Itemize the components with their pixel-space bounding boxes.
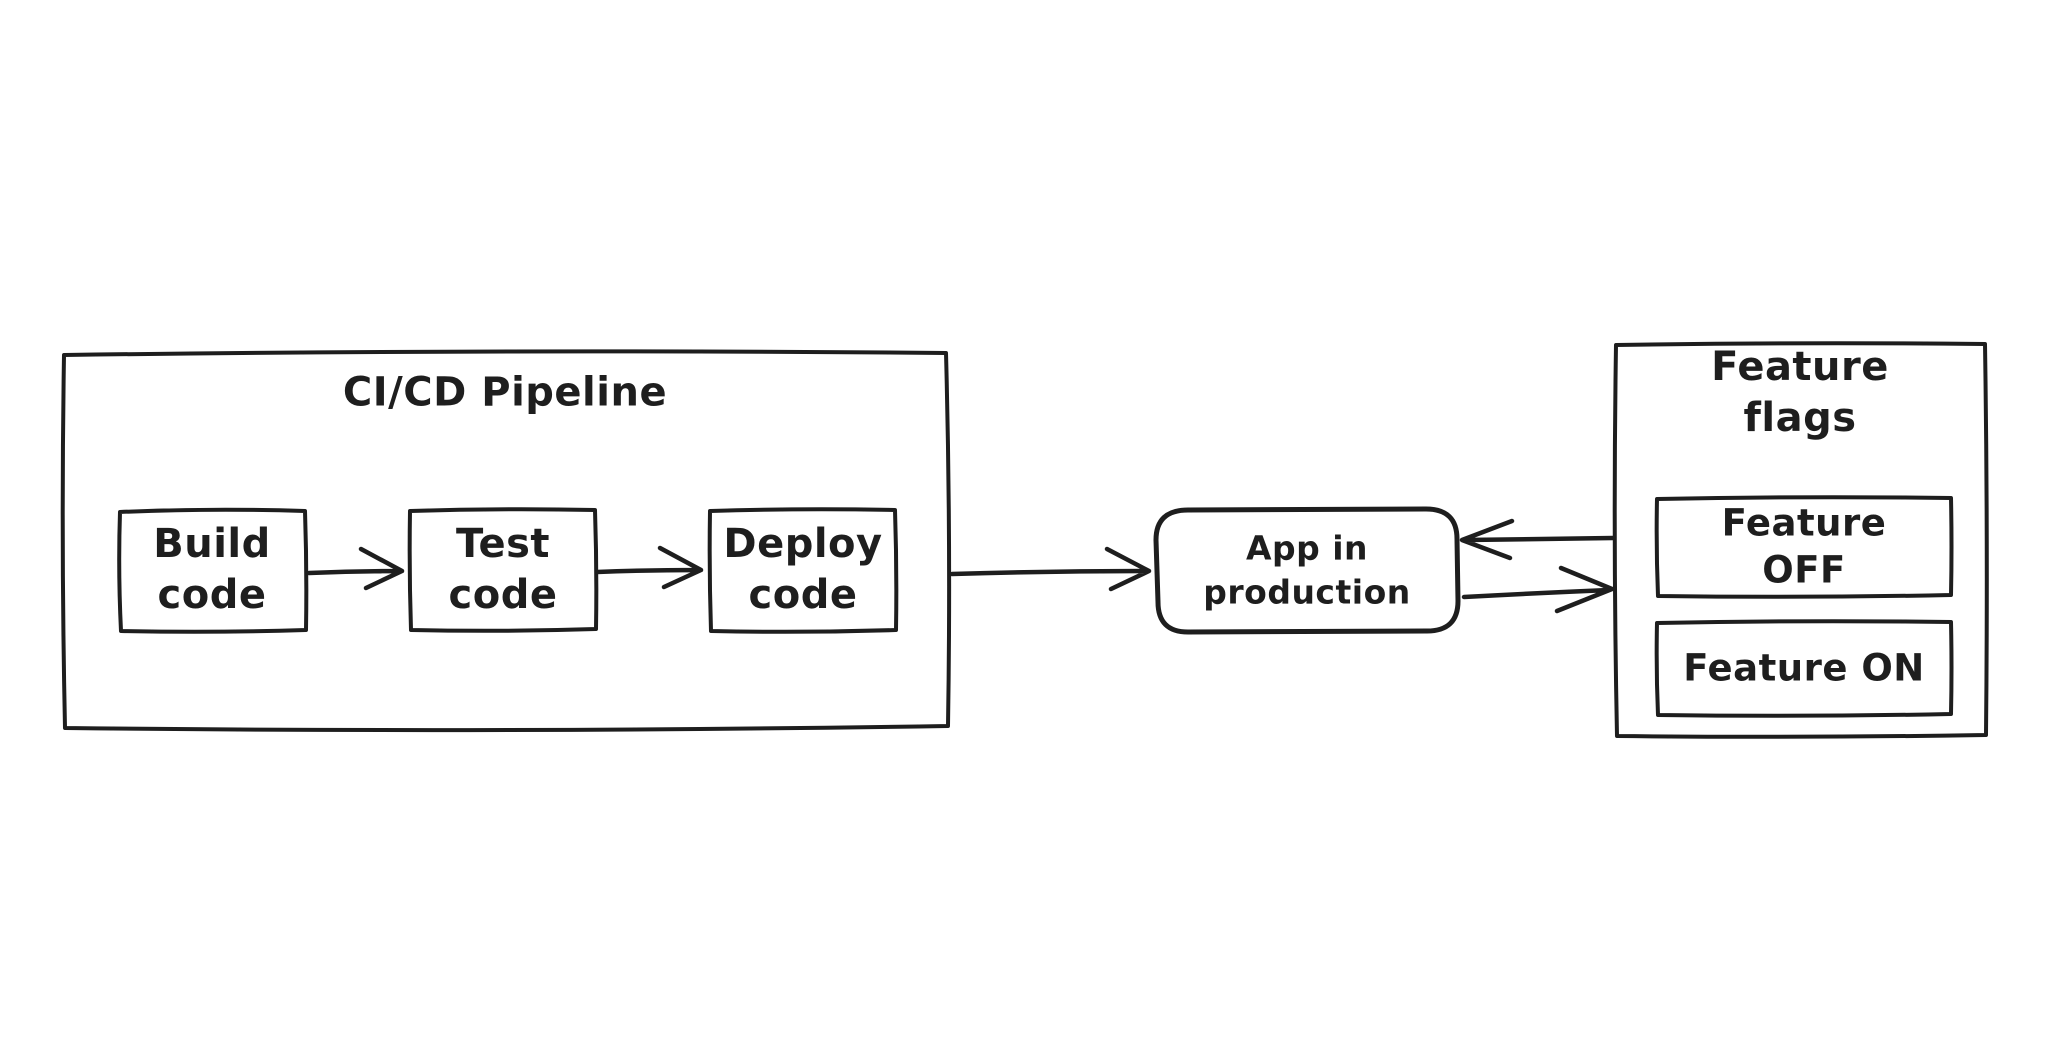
app-in-production-node-box — [1153, 506, 1461, 635]
build-code-label: Build code — [153, 520, 271, 618]
deploy-code-label: Deploy code — [723, 520, 883, 618]
arrow-build-to-test — [306, 546, 405, 591]
feature-off-box — [1654, 495, 1954, 599]
feature-on-label: Feature ON — [1683, 646, 1925, 690]
deploy-code-node-box — [707, 507, 899, 634]
arrow-app-to-flags — [1461, 565, 1615, 614]
arrow-flags-to-app — [1459, 518, 1616, 561]
test-code-label: Test code — [448, 520, 558, 618]
pipeline-title: CI/CD Pipeline — [342, 369, 668, 416]
arrow-pipeline-to-app — [949, 546, 1152, 592]
pipeline-container-box — [60, 349, 952, 733]
arrow-test-to-deploy — [594, 545, 704, 590]
build-code-node-box — [117, 507, 309, 634]
app-in-production-label: App in production — [1203, 528, 1411, 611]
feature-off-label: Feature OFF — [1721, 501, 1887, 592]
feature-flags-container-box — [1612, 341, 1989, 739]
feature-flags-title: Feature flags — [1711, 343, 1889, 441]
test-code-node-box — [407, 507, 599, 633]
feature-on-box — [1654, 619, 1954, 718]
